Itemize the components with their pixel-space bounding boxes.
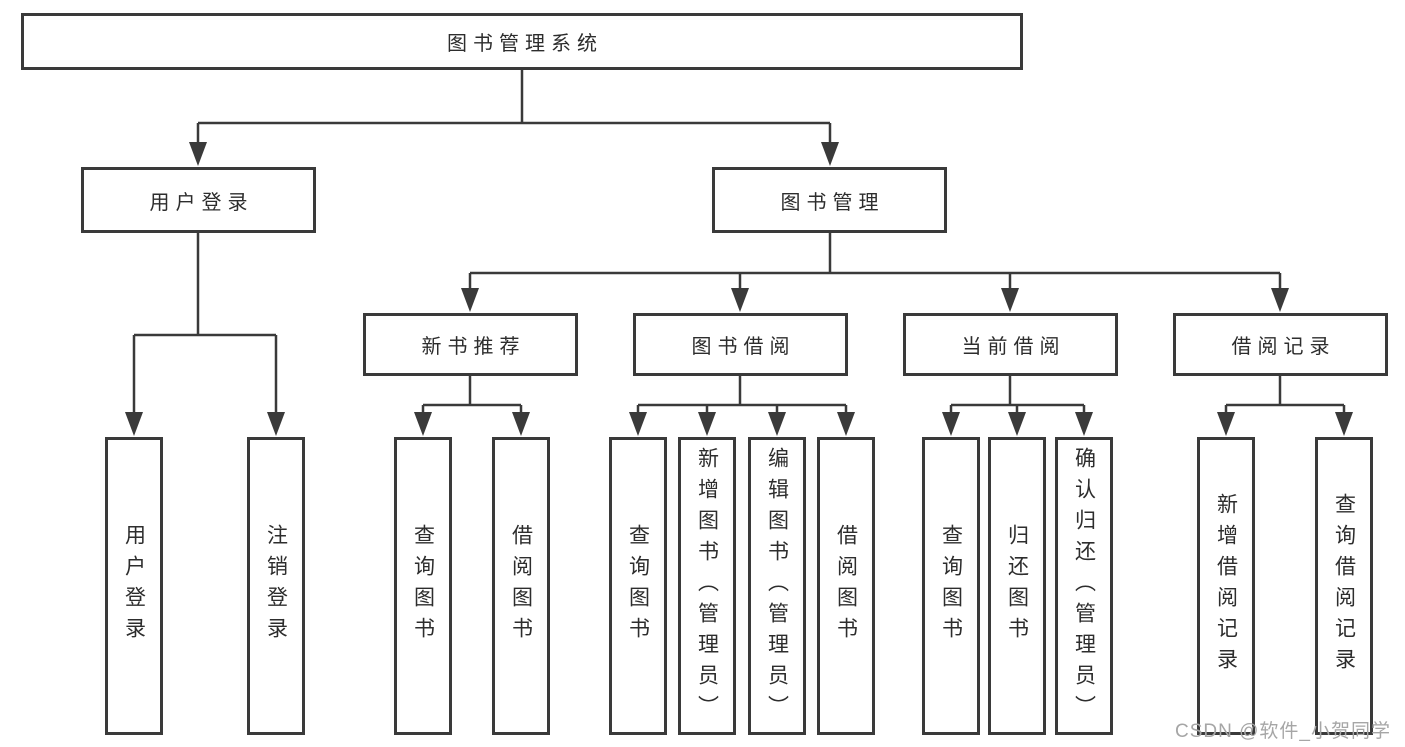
node-label: 用户登录 xyxy=(122,524,146,648)
leaf-edit-book-admin: 编辑图书（管理员） xyxy=(748,437,806,735)
leaf-add-borrow-record: 新增借阅记录 xyxy=(1197,437,1255,735)
csdn-watermark: CSDN @软件_小贺同学 xyxy=(1175,721,1391,742)
leaf-query-books-borrowing: 查询图书 xyxy=(609,437,667,735)
node-label: 查询图书 xyxy=(626,524,650,648)
leaf-borrow-books-borrowing: 借阅图书 xyxy=(817,437,875,735)
node-book-management-module: 图书管理 xyxy=(712,167,947,233)
leaf-query-books-current: 查询图书 xyxy=(922,437,980,735)
node-label: 确认归还（管理员） xyxy=(1072,446,1096,726)
node-label: 编辑图书（管理员） xyxy=(765,446,789,726)
node-label: 当前借阅 xyxy=(961,336,1066,358)
node-current-borrowing: 当前借阅 xyxy=(903,313,1118,376)
node-label: 借阅图书 xyxy=(509,524,533,648)
leaf-query-borrow-record: 查询借阅记录 xyxy=(1315,437,1373,735)
node-label: 用户登录 xyxy=(149,191,254,214)
node-label: 新增借阅记录 xyxy=(1214,493,1238,679)
node-label: 注销登录 xyxy=(264,524,288,648)
node-label: 借阅图书 xyxy=(834,524,858,648)
node-label: 图书借阅 xyxy=(691,336,796,358)
leaf-user-login: 用户登录 xyxy=(105,437,163,735)
node-user-login-module: 用户登录 xyxy=(81,167,316,233)
leaf-logout: 注销登录 xyxy=(247,437,305,735)
node-label: 图书管理系统 xyxy=(447,33,603,55)
node-label: 新书推荐 xyxy=(421,336,526,358)
node-label: 归还图书 xyxy=(1005,524,1029,648)
leaf-query-books-recommend: 查询图书 xyxy=(394,437,452,735)
leaf-return-books: 归还图书 xyxy=(988,437,1046,735)
node-label: 新增图书（管理员） xyxy=(695,446,719,726)
leaf-confirm-return-admin: 确认归还（管理员） xyxy=(1055,437,1113,735)
node-borrowing-records: 借阅记录 xyxy=(1173,313,1388,376)
leaf-add-book-admin: 新增图书（管理员） xyxy=(678,437,736,735)
leaf-borrow-books-recommend: 借阅图书 xyxy=(492,437,550,735)
node-label: 查询图书 xyxy=(939,524,963,648)
node-label: 图书管理 xyxy=(780,191,885,214)
node-new-book-recommend: 新书推荐 xyxy=(363,313,578,376)
node-label: 查询图书 xyxy=(411,524,435,648)
node-label: 查询借阅记录 xyxy=(1332,493,1356,679)
node-root-system: 图书管理系统 xyxy=(21,13,1023,70)
arrowhead-icons xyxy=(125,142,1353,436)
node-book-borrowing: 图书借阅 xyxy=(633,313,848,376)
node-label: 借阅记录 xyxy=(1231,336,1336,358)
